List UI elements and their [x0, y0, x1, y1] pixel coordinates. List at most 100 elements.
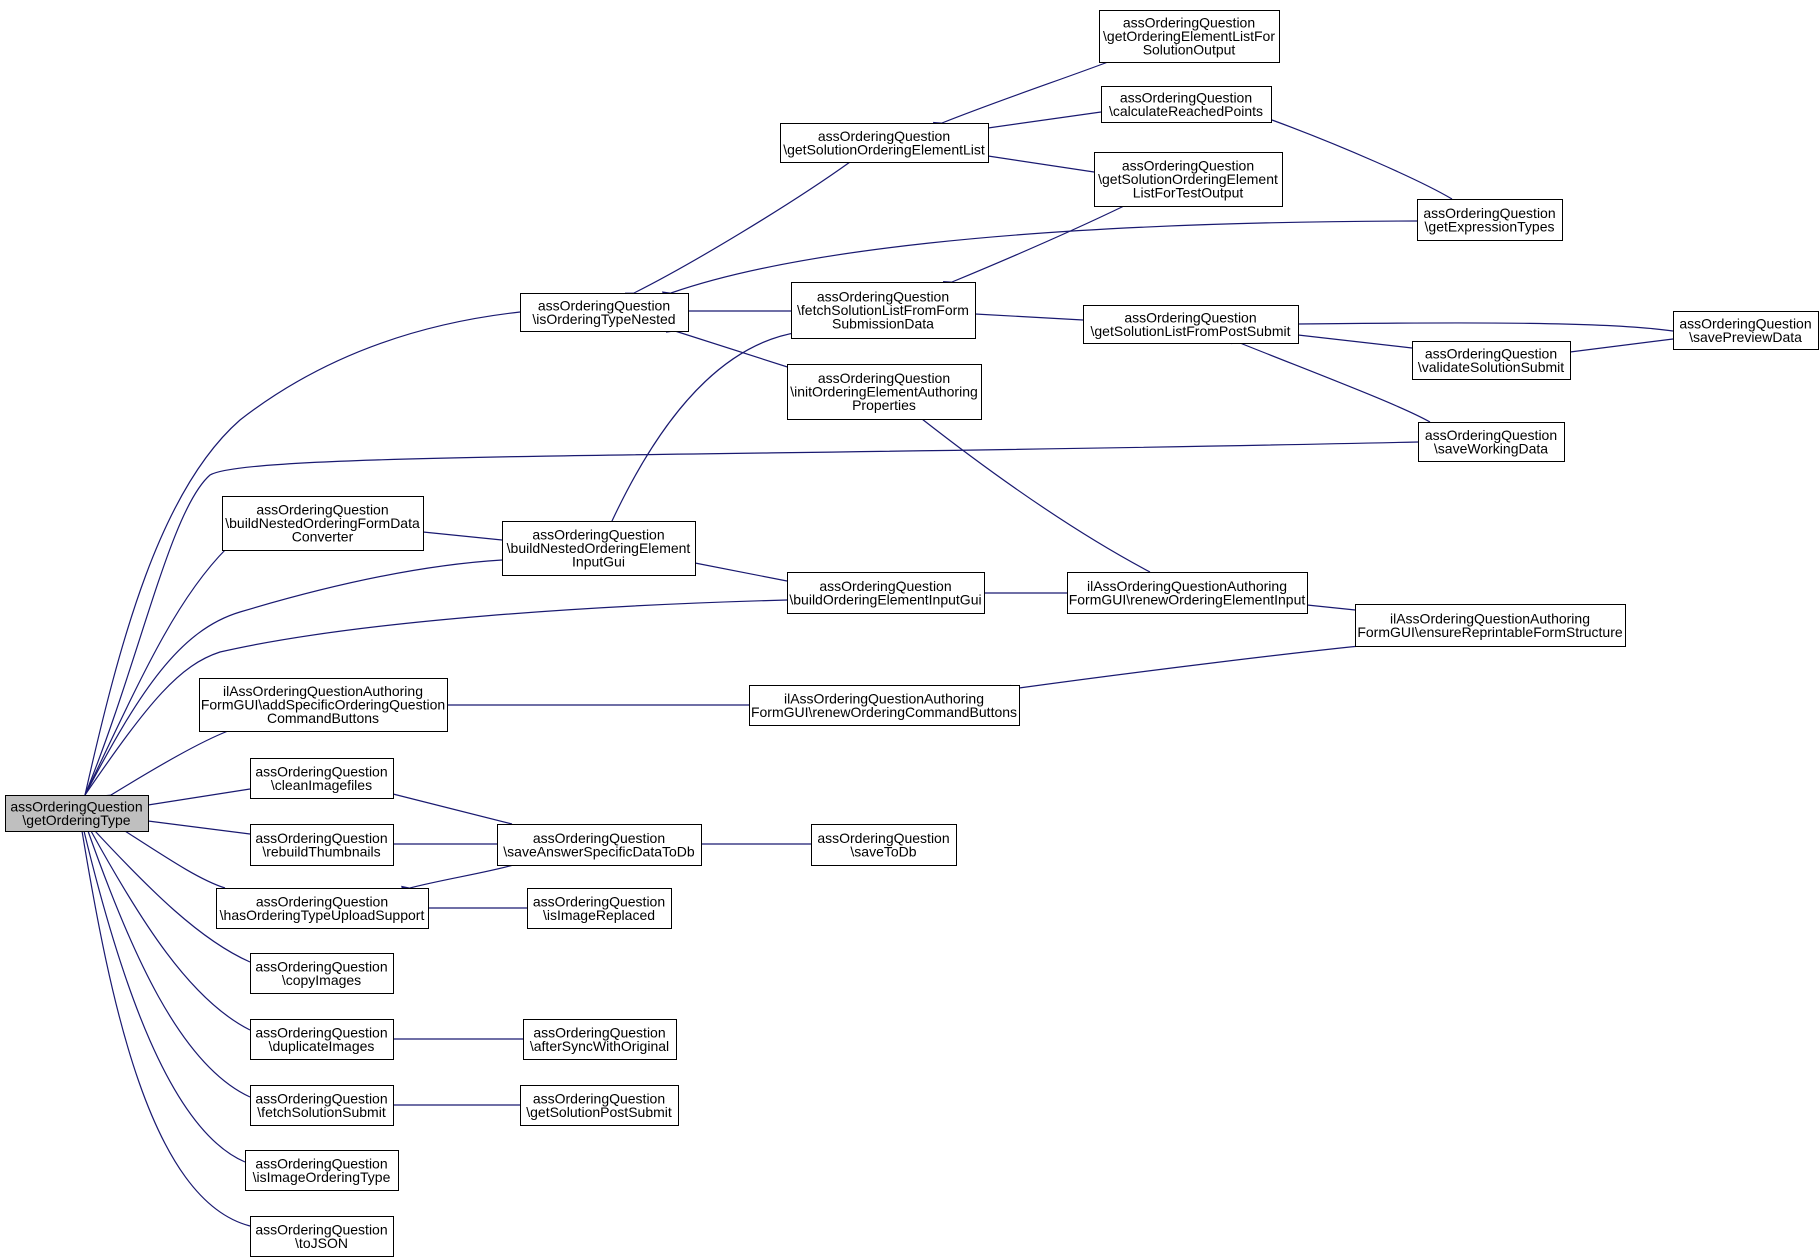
- edge-isOrderingTypeNested-to-getExpressionTypes: [661, 220, 1418, 300]
- edge-buildNestedOrderingElementInputGui-to-buildOrderingElementInputGui: [686, 557, 788, 582]
- node-label-line: assOrderingQuestion: [255, 958, 387, 974]
- node-label-line: \saveToDb: [850, 843, 916, 859]
- node-box: [749, 685, 1020, 726]
- edge-cleanImagefiles-to-saveAnswerSpecificDataToDb: [384, 787, 513, 825]
- node-copyImages[interactable]: assOrderingQuestion\copyImages: [250, 953, 394, 994]
- node-label-line: \getExpressionTypes: [1425, 218, 1555, 234]
- node-label-line: assOrderingQuestion: [255, 1221, 387, 1237]
- node-saveToDb[interactable]: assOrderingQuestion\saveToDb: [811, 824, 957, 866]
- node-label-line: \calculateReachedPoints: [1109, 103, 1263, 119]
- node-getSolutionPostSubmit[interactable]: assOrderingQuestion\getSolutionPostSubmi…: [520, 1085, 679, 1126]
- edge-fetchSolutionListFromFormSubmissionData-to-getSolutionListFromPostSubmit: [966, 309, 1084, 321]
- node-cleanImagefiles[interactable]: assOrderingQuestion\cleanImagefiles: [250, 758, 394, 799]
- node-label-line: assOrderingQuestion: [1124, 309, 1256, 325]
- node-fetchSolutionListFromFormSubmissionData[interactable]: assOrderingQuestion\fetchSolutionListFro…: [791, 282, 976, 339]
- node-getOrderingElementListForSolutionOutput[interactable]: assOrderingQuestion\getOrderingElementLi…: [1099, 10, 1280, 63]
- node-isOrderingTypeNested[interactable]: assOrderingQuestion\isOrderingTypeNested: [520, 293, 689, 332]
- node-ensureReprintableFormStructure[interactable]: ilAssOrderingQuestionAuthoringFormGUI\en…: [1355, 604, 1626, 647]
- node-afterSyncWithOriginal[interactable]: assOrderingQuestion\afterSyncWithOrigina…: [523, 1019, 677, 1060]
- node-buildOrderingElementInputGui[interactable]: assOrderingQuestion\buildOrderingElement…: [787, 572, 985, 614]
- node-box: [1355, 604, 1626, 647]
- node-duplicateImages[interactable]: assOrderingQuestion\duplicateImages: [250, 1019, 394, 1060]
- node-savePreviewData[interactable]: assOrderingQuestion\savePreviewData: [1673, 311, 1819, 350]
- edge-buildNestedOrderingElementInputGui-to-fetchSolutionListFromFormSubmissionData: [604, 331, 801, 531]
- node-box: [216, 888, 429, 929]
- node-label-line: assOrderingQuestion: [533, 1024, 665, 1040]
- node-label-line: \buildOrderingElementInputGui: [789, 591, 981, 607]
- node-getOrderingType[interactable]: assOrderingQuestion\getOrderingType: [5, 795, 149, 832]
- node-box: [1418, 422, 1565, 462]
- node-label-line: InputGui: [572, 554, 625, 570]
- node-box: [1067, 572, 1308, 614]
- node-fetchSolutionSubmit[interactable]: assOrderingQuestion\fetchSolutionSubmit: [250, 1085, 394, 1126]
- node-label-line: ilAssOrderingQuestionAuthoring: [1390, 610, 1590, 626]
- node-renewOrderingElementInput[interactable]: ilAssOrderingQuestionAuthoringFormGUI\re…: [1067, 572, 1308, 614]
- edge-getSolutionListFromPostSubmit-to-savePreviewData: [1289, 319, 1674, 332]
- node-box: [250, 953, 394, 994]
- edge-getOrderingType-to-isOrderingTypeNested: [78, 311, 521, 804]
- node-buildNestedOrderingFormDataConverter[interactable]: assOrderingQuestion\buildNestedOrderingF…: [222, 496, 424, 551]
- node-box: [1094, 152, 1283, 207]
- node-label-line: assOrderingQuestion: [10, 798, 142, 814]
- node-calculateReachedPoints[interactable]: assOrderingQuestion\calculateReachedPoin…: [1101, 86, 1272, 123]
- edge-getSolutionListFromPostSubmit-to-validateSolutionSubmit: [1289, 329, 1413, 349]
- edge-isOrderingTypeNested-to-initOrderingElementAuthoringProperties: [665, 324, 801, 372]
- edge-initOrderingElementAuthoringProperties-to-renewOrderingElementInput: [912, 410, 1151, 573]
- node-buildNestedOrderingElementInputGui[interactable]: assOrderingQuestion\buildNestedOrderingE…: [502, 521, 696, 576]
- node-label-line: Converter: [292, 529, 354, 545]
- node-box: [245, 1150, 399, 1191]
- node-getSolutionOrderingElementListForTestOutput[interactable]: assOrderingQuestion\getSolutionOrderingE…: [1094, 152, 1283, 207]
- node-rebuildThumbnails[interactable]: assOrderingQuestion\rebuildThumbnails: [250, 824, 394, 866]
- node-box: [780, 123, 989, 163]
- node-box: [787, 572, 985, 614]
- edges: [76, 61, 1674, 1227]
- node-label-line: assOrderingQuestion: [1679, 315, 1811, 331]
- node-label-line: ListForTestOutput: [1133, 185, 1244, 201]
- node-getSolutionOrderingElementList[interactable]: assOrderingQuestion\getSolutionOrderingE…: [780, 123, 989, 163]
- edge-fetchSolutionListFromFormSubmissionData-to-getSolutionOrderingElementListForTestOutput: [942, 205, 1125, 290]
- node-label-line: assOrderingQuestion: [533, 830, 665, 846]
- edge-validateSolutionSubmit-to-savePreviewData: [1561, 338, 1674, 358]
- node-toJSON[interactable]: assOrderingQuestion\toJSON: [250, 1216, 394, 1257]
- node-isImageReplaced[interactable]: assOrderingQuestion\isImageReplaced: [527, 888, 672, 929]
- edge-getOrderingType-to-duplicateImages: [83, 821, 251, 1031]
- edge-calculateReachedPoints-to-getExpressionTypes: [1262, 112, 1453, 200]
- node-validateSolutionSubmit[interactable]: assOrderingQuestion\validateSolutionSubm…: [1412, 341, 1571, 380]
- edge-getOrderingType-to-fetchSolutionSubmit: [81, 821, 251, 1098]
- node-box: [5, 795, 149, 832]
- node-label-line: \cleanImagefiles: [271, 777, 372, 793]
- edge-getOrderingType-to-buildOrderingElementInputGui: [76, 599, 788, 805]
- node-hasOrderingTypeUploadSupport[interactable]: assOrderingQuestion\hasOrderingTypeUploa…: [216, 888, 429, 929]
- node-label-line: assOrderingQuestion: [1120, 89, 1252, 105]
- edge-isOrderingTypeNested-to-getSolutionOrderingElementList: [624, 161, 851, 301]
- node-label-line: ilAssOrderingQuestionAuthoring: [784, 690, 984, 706]
- node-box: [1101, 86, 1272, 123]
- node-label-line: FormGUI\renewOrderingElementInput: [1069, 591, 1306, 607]
- node-label-line: assOrderingQuestion: [1423, 205, 1555, 221]
- node-renewOrderingCommandButtons[interactable]: ilAssOrderingQuestionAuthoringFormGUI\re…: [749, 685, 1020, 726]
- edge-getOrderingType-to-addSpecificOrderingQuestionCommandButtons: [101, 730, 229, 804]
- node-box: [520, 293, 689, 332]
- node-box: [250, 1019, 394, 1060]
- node-label-line: Properties: [852, 397, 916, 413]
- node-box: [811, 824, 957, 866]
- node-saveWorkingData[interactable]: assOrderingQuestion\saveWorkingData: [1418, 422, 1565, 462]
- node-addSpecificOrderingQuestionCommandButtons[interactable]: ilAssOrderingQuestionAuthoringFormGUI\ad…: [199, 678, 448, 732]
- node-label-line: \savePreviewData: [1689, 329, 1802, 345]
- node-box: [520, 1085, 679, 1126]
- node-label-line: FormGUI\addSpecificOrderingQuestion: [201, 697, 445, 713]
- node-getExpressionTypes[interactable]: assOrderingQuestion\getExpressionTypes: [1417, 199, 1563, 241]
- node-label-line: ilAssOrderingQuestionAuthoring: [223, 683, 423, 699]
- node-label-line: \getSolutionListFromPostSubmit: [1091, 323, 1291, 339]
- node-label-line: \copyImages: [282, 972, 361, 988]
- node-isImageOrderingType[interactable]: assOrderingQuestion\isImageOrderingType: [245, 1150, 399, 1191]
- node-label-line: assOrderingQuestion: [818, 370, 950, 386]
- edge-getSolutionListFromPostSubmit-to-saveWorkingData: [1230, 335, 1431, 423]
- node-label-line: \getSolutionOrderingElementList: [783, 141, 985, 157]
- edge-getSolutionOrderingElementList-to-calculateReachedPoints: [979, 111, 1102, 134]
- node-getSolutionListFromPostSubmit[interactable]: assOrderingQuestion\getSolutionListFromP…: [1083, 305, 1299, 344]
- node-box: [527, 888, 672, 929]
- node-saveAnswerSpecificDataToDb[interactable]: assOrderingQuestion\saveAnswerSpecificDa…: [497, 824, 702, 866]
- node-initOrderingElementAuthoringProperties[interactable]: assOrderingQuestion\initOrderingElementA…: [787, 364, 982, 420]
